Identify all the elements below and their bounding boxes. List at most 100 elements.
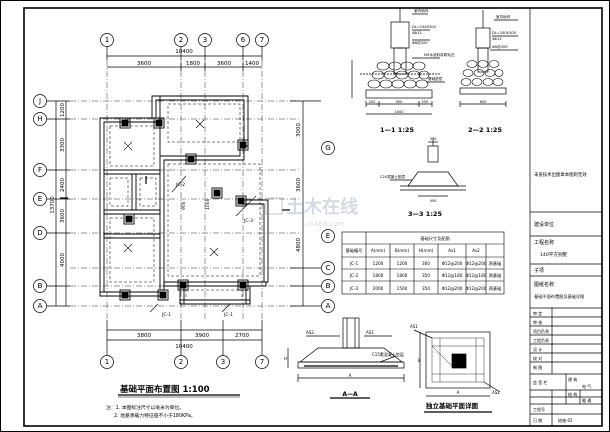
detail-plan-labels: AS1 AS2 B A 独立基础平面详图 — [410, 324, 500, 410]
tb-sign-2: 审 核 — [533, 319, 542, 325]
footing-table — [341, 231, 505, 295]
s11-label-floor: 室内地坪 — [414, 8, 429, 13]
left-span-3: 2400 — [60, 178, 66, 192]
table-r2-as2: Φ12@180 — [466, 273, 487, 278]
aa-dim-h: H — [284, 356, 287, 361]
s33-title: 3—3 1:25 — [408, 210, 442, 218]
s11-dim-total: 1000 — [394, 110, 404, 114]
s11-dim-2: 500 — [396, 100, 404, 104]
watermark-logo-icon — [265, 197, 283, 215]
axis-left-e: E — [38, 195, 42, 203]
detail-a-a-labels: AS2 AS1 C15素混凝土垫层 H A A—A — [284, 330, 404, 398]
bottom-span-2: 3900 — [195, 333, 209, 339]
bottom-span-3: 2700 — [235, 333, 249, 339]
table-r3-as1: Φ12@200 — [442, 286, 463, 291]
watermark-sub: co188.com — [306, 220, 345, 228]
section-2-2-labels: DL=240X300 4Φ12 Φ6@200 室内地坪 600 2—2 1:25 — [468, 14, 517, 134]
table-header-id: 基础编号 — [346, 247, 363, 254]
independent-footings — [119, 117, 249, 301]
bottom-span-1: 3800 — [137, 333, 151, 339]
inner-border — [23, 7, 603, 427]
footing-tag-jc3: JC-3 — [243, 218, 253, 224]
axis-bubbles-left — [33, 94, 70, 313]
right-span-1: 3000 — [296, 123, 302, 137]
table-r3-b: 1500 — [397, 286, 408, 291]
s11-label-bed: 基础垫层 — [428, 76, 443, 81]
tb-project-name: 140平方别墅 — [540, 251, 568, 258]
watermark: 土木在线 co188.com — [265, 196, 358, 228]
s11-dim-3: 250 — [422, 100, 430, 104]
grid-axes — [70, 60, 300, 320]
title-block-text: 未盖技术出图章本图则无效 建设单位 工程名称 140平方别墅 子项 图纸名称 基… — [533, 171, 591, 423]
aa-label-bed: C15素混凝土垫层 — [372, 351, 404, 357]
axis-left-b: B — [38, 282, 43, 290]
rubble-stone-2 — [460, 60, 504, 86]
axis-bottom-2: 2 — [179, 358, 183, 366]
s11-label-stirrup: Φ6@200 — [412, 41, 428, 45]
table-r1-b: 1200 — [397, 261, 408, 266]
tb-sign-3: 项目负责 — [533, 328, 549, 334]
tb-sign-5: 设 计 — [533, 346, 542, 352]
top-span-1: 3600 — [137, 61, 151, 67]
axis-right-g: G — [325, 144, 330, 152]
table-sub-as2: As2 — [472, 248, 480, 253]
section-3-3 — [390, 138, 466, 197]
table-r1-a: 1200 — [373, 261, 384, 266]
axis-right-a: A — [326, 302, 331, 310]
right-span-2: 3600 — [296, 178, 302, 192]
aa-label-as2: AS2 — [306, 330, 314, 335]
table-r1-h: 300 — [422, 261, 430, 266]
table-r1-as2: Φ12@200 — [466, 261, 487, 266]
axis-bottom-3: 3 — [221, 358, 225, 366]
table-r1-as1: Φ12@200 — [442, 261, 463, 266]
tb-disc-2: 电 气 — [582, 383, 591, 389]
table-r1-note: 两基础 — [489, 260, 502, 267]
tb-disc-3: 结 构 — [568, 391, 577, 397]
inner-dim-1: 900 — [181, 201, 187, 210]
s22-label-beam: DL=240X300 — [492, 31, 517, 35]
s22-dim: 600 — [480, 100, 488, 104]
s11-label-masonry: M5水泥砂浆砌毛石 — [424, 52, 455, 57]
left-span-1: 1200 — [60, 103, 66, 117]
left-span-5: 4000 — [60, 253, 66, 267]
tb-sign-1: 审 定 — [533, 310, 542, 316]
s22-label-stirrup: Φ6@200 — [492, 45, 508, 49]
top-span-2: 1800 — [186, 61, 200, 67]
axis-left-h: H — [37, 115, 42, 123]
pd-title: 独立基础平面详图 — [426, 401, 479, 410]
plan-note-1: 注：1. 本图标注尺寸以毫米为单位。 — [106, 404, 184, 411]
pd-label-as2: AS2 — [492, 390, 500, 395]
s22-label-floor: 室内地坪 — [496, 14, 511, 19]
axis-left-a: A — [38, 302, 43, 310]
tb-countersign-label: 会 签 栏 — [533, 379, 548, 385]
top-span-4: 1400 — [245, 61, 259, 67]
foundation-outlines — [109, 103, 261, 301]
footing-table-text: 基础编号 基础尺寸及配筋 A(mm) B(mm) H(mm) As1 As2 J… — [346, 235, 502, 292]
table-sub-a: A(mm) — [371, 248, 386, 253]
plan-title-block: 基础平面布置图 1:100 注：1. 本图标注尺寸以毫米为单位。 2. 地基承载… — [106, 384, 240, 419]
s11-label-beam: DL=240X300 — [412, 25, 437, 29]
table-r2-a: 1800 — [373, 273, 384, 278]
plan-note-2: 2. 地基承载力特征值不小于180KPa。 — [114, 412, 196, 419]
tb-client-label: 建设单位 — [534, 221, 554, 228]
rebar-grid — [431, 337, 485, 383]
tb-sign-4: 工程负责 — [533, 337, 549, 343]
table-r2-h: 350 — [422, 273, 430, 278]
tb-disc-1: 建 筑 — [568, 376, 577, 382]
aa-dim-a: A — [349, 373, 352, 378]
detail-plan — [413, 329, 501, 413]
section-cut-markers — [60, 176, 290, 211]
right-span-3: 4800 — [296, 238, 302, 252]
top-span-3: 3600 — [217, 61, 231, 67]
left-span-4: 3600 — [60, 209, 66, 223]
pd-dim-a: A — [457, 390, 460, 395]
s11-label-bars: 4Φ12 — [412, 31, 422, 35]
axis-left-d: D — [37, 229, 42, 237]
table-r2-b: 1800 — [397, 273, 408, 278]
table-sub-b: B(mm) — [395, 248, 410, 253]
axis-top-7: 7 — [260, 36, 264, 44]
axis-left-f: F — [38, 166, 42, 174]
pd-label-as1: AS1 — [410, 324, 418, 329]
plan-labels: 1 2 3 6 7 10400 3600 1800 3600 1400 J H … — [37, 36, 330, 366]
